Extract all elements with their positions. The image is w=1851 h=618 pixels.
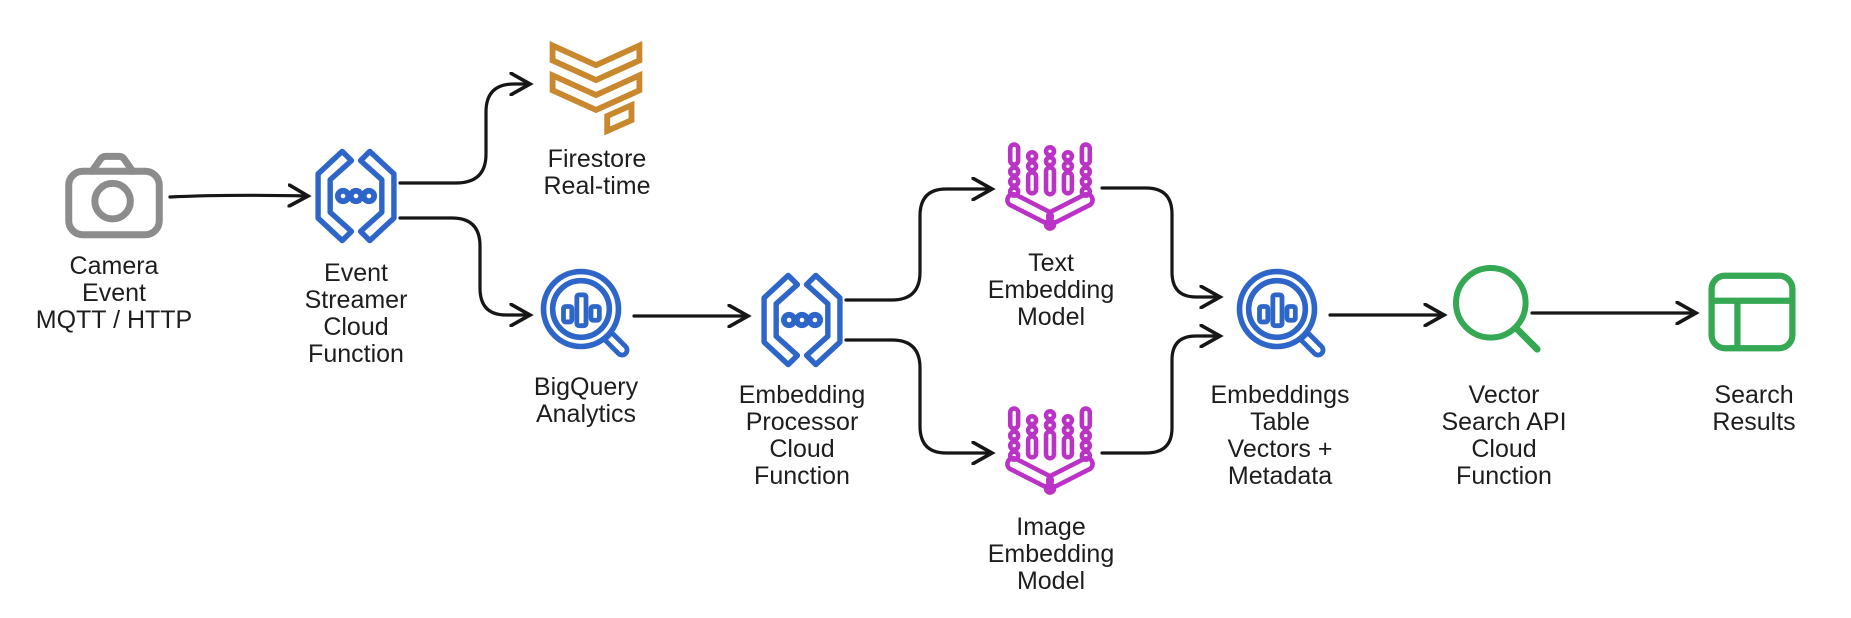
bigquery-icon — [1232, 264, 1332, 364]
search-results-node-label: Search Results — [1712, 381, 1796, 436]
table-icon — [1702, 262, 1802, 362]
edge-event-streamer-to-bigquery — [398, 216, 530, 315]
camera-node-label: Camera Event MQTT / HTTP — [35, 252, 193, 334]
embeddings-table-node-label: Embeddings Table Vectors + Metadata — [1210, 381, 1350, 490]
edge-embedding-processor-to-image-embedding — [844, 338, 992, 453]
image-embedding-node-label: Image Embedding Model — [987, 513, 1115, 595]
edge-image-embedding-to-embeddings-table — [1100, 336, 1220, 455]
firestore-icon — [540, 32, 652, 144]
embedding-processor-node-label: Embedding Processor Cloud Function — [738, 381, 866, 490]
embedding-model-icon — [1000, 404, 1100, 504]
camera-icon — [58, 140, 170, 252]
search-icon — [1450, 262, 1546, 358]
text-embedding-node-label: Text Embedding Model — [987, 249, 1115, 331]
bigquery-node-label: BigQuery Analytics — [533, 373, 639, 428]
embedding-model-icon — [1000, 140, 1100, 240]
vector-search-node-label: Vector Search API Cloud Function — [1441, 381, 1567, 490]
firestore-node-label: Firestore Real-time — [543, 145, 651, 200]
edge-text-embedding-to-embeddings-table — [1100, 186, 1220, 297]
bigquery-icon — [536, 264, 636, 364]
edge-event-streamer-to-firestore — [398, 84, 530, 185]
cloud-function-icon — [306, 146, 406, 246]
edge-camera-to-event-streamer — [168, 195, 308, 197]
event-streamer-node-label: Event Streamer Cloud Function — [304, 259, 408, 368]
cloud-function-icon — [752, 270, 852, 370]
edge-embedding-processor-to-text-embedding — [844, 189, 992, 302]
